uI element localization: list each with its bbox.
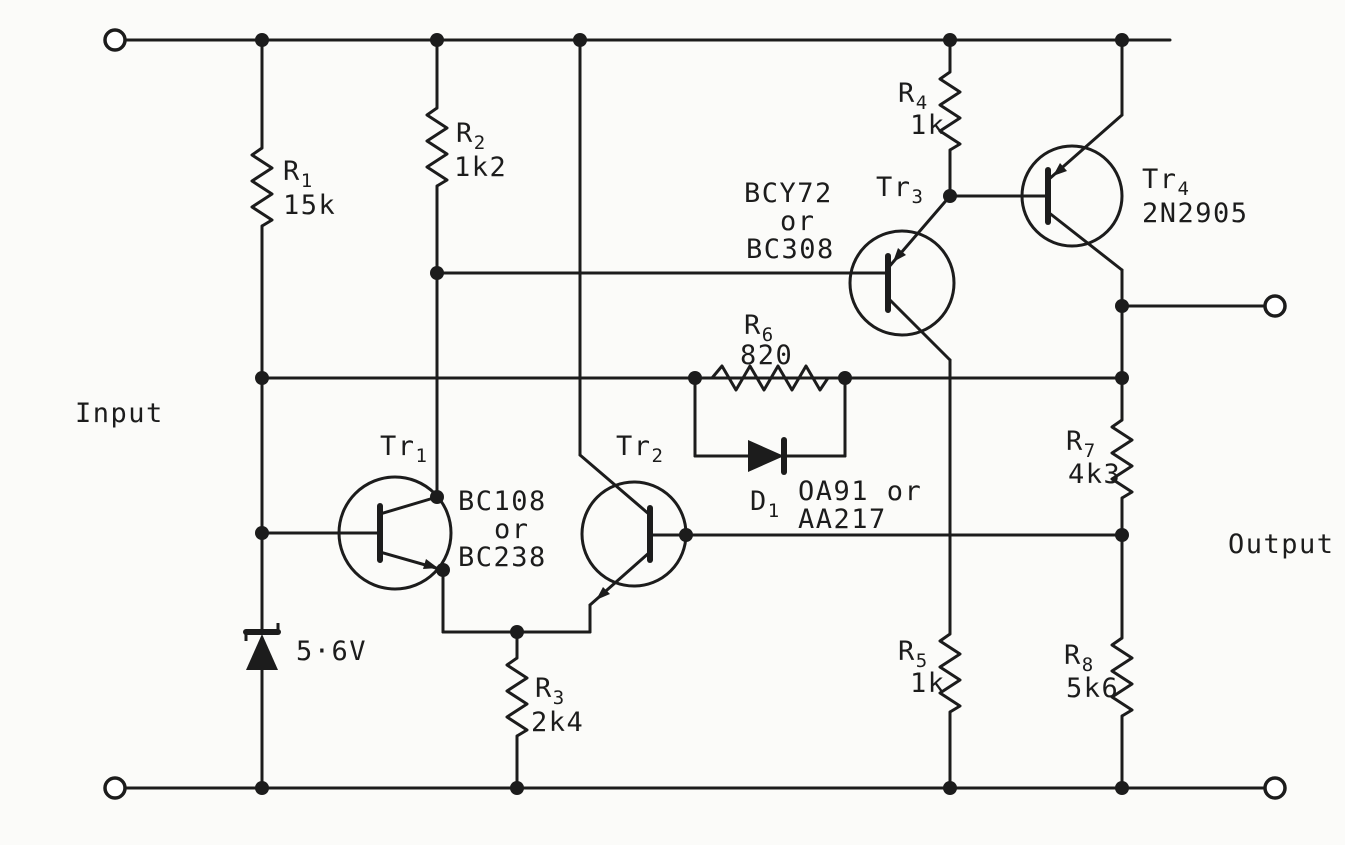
wire-tr1-collector	[378, 495, 439, 516]
tr4-emitter-arrow-icon	[1053, 163, 1067, 176]
d1-type-line2: AA217	[798, 504, 887, 535]
junction-dot	[1115, 299, 1129, 313]
junction-dot	[510, 625, 524, 639]
junction-dot	[1115, 33, 1129, 47]
input-terminal-bottom	[103, 776, 127, 800]
junction-dot	[436, 563, 450, 577]
tr3-ref-label: Tr3	[876, 172, 924, 208]
r3-ref-label: R3	[535, 673, 566, 709]
zener-triangle	[246, 634, 278, 670]
junction-dot	[430, 266, 444, 280]
output-terminal-top	[1263, 294, 1287, 318]
r5-ref-label: R5	[898, 636, 929, 672]
r7-value-label: 4k3	[1068, 459, 1121, 490]
resistor-r8-symbol	[1110, 636, 1134, 718]
input-label: Input	[75, 398, 164, 429]
junction-dot	[255, 781, 269, 795]
junction-dot	[430, 490, 444, 504]
tr12-type-line2: or	[494, 514, 530, 545]
diode-d1-symbol	[748, 437, 787, 475]
d1-triangle	[748, 440, 784, 472]
resistor-r6-symbol	[710, 364, 830, 392]
r5-value-label: 1k	[910, 668, 946, 699]
junction-dot	[430, 33, 444, 47]
input-terminal-top	[103, 28, 127, 52]
terminals	[103, 28, 1287, 800]
r6-ref-label: R6	[744, 310, 775, 346]
tr1-circle	[337, 475, 453, 591]
tr12-type-line3: BC238	[458, 542, 547, 573]
transistor-tr3-symbol	[848, 229, 956, 337]
junction-dots	[255, 33, 1129, 795]
r1-value-label: 15k	[283, 190, 336, 221]
r8-ref-label: R8	[1064, 640, 1095, 676]
transistor-tr1-symbol	[337, 475, 453, 591]
resistor-r3-symbol	[505, 656, 529, 738]
r8-value-label: 5k6	[1066, 673, 1119, 704]
r2-ref-label: R2	[456, 118, 487, 154]
tr1-emitter-arrow-icon	[423, 559, 438, 569]
junction-dot	[943, 781, 957, 795]
tr4-type-label: 2N2905	[1142, 198, 1249, 229]
wire-tr3-collector	[886, 296, 952, 362]
tr4-circle	[1020, 144, 1124, 248]
tr12-type-line1: BC108	[458, 486, 547, 517]
output-label: Output	[1228, 529, 1335, 560]
junction-dot	[1115, 528, 1129, 542]
output-terminal-bottom	[1263, 776, 1287, 800]
tr3-type-line2: or	[780, 206, 816, 237]
d1-ref-label: D1	[750, 486, 781, 522]
wire-tr4-collector	[1046, 210, 1124, 272]
zener-voltage-label: 5·6V	[296, 636, 367, 667]
junction-dot	[573, 33, 587, 47]
r3-value-label: 2k4	[531, 707, 584, 738]
resistor-r4-symbol	[938, 70, 962, 152]
r1-ref-label: R1	[283, 156, 314, 192]
resistor-r2-symbol	[425, 106, 449, 188]
junction-dot	[1115, 371, 1129, 385]
tr3-emitter-arrow-icon	[893, 248, 906, 262]
r6-value-label: 820	[740, 340, 793, 371]
d1-type-line1: OA91 or	[798, 476, 922, 507]
resistor-r7-symbol	[1110, 418, 1134, 500]
junction-dot	[255, 371, 269, 385]
tr2-ref-label: Tr2	[616, 431, 664, 467]
tr4-ref-label: Tr4	[1142, 164, 1190, 200]
tr3-circle	[848, 229, 956, 337]
junction-dot	[943, 189, 957, 203]
junction-dot	[679, 528, 693, 542]
junction-dot	[1115, 781, 1129, 795]
junction-dot	[943, 33, 957, 47]
r2-value-label: 1k2	[454, 152, 507, 183]
resistor-r5-symbol	[938, 632, 962, 714]
r4-ref-label: R4	[898, 78, 929, 114]
junction-dot	[838, 371, 852, 385]
junction-dot	[255, 526, 269, 540]
tr3-type-line3: BC308	[746, 234, 835, 265]
zener-diode-symbol	[243, 623, 281, 670]
resistor-symbols	[250, 70, 1134, 738]
junction-dot	[510, 781, 524, 795]
tr1-ref-label: Tr1	[380, 431, 428, 467]
resistor-r1-symbol	[250, 146, 274, 228]
r4-value-label: 1k	[910, 110, 946, 141]
junction-dot	[255, 33, 269, 47]
tr2-emitter-arrow-icon	[596, 587, 610, 600]
r7-ref-label: R7	[1066, 426, 1097, 462]
junction-dot	[688, 371, 702, 385]
labels: Input Output R1 15k R2 1k2 R3 2k4 R4 1k …	[75, 78, 1335, 738]
tr3-type-line1: BCY72	[744, 178, 833, 209]
transistor-tr4-symbol	[1020, 144, 1124, 248]
